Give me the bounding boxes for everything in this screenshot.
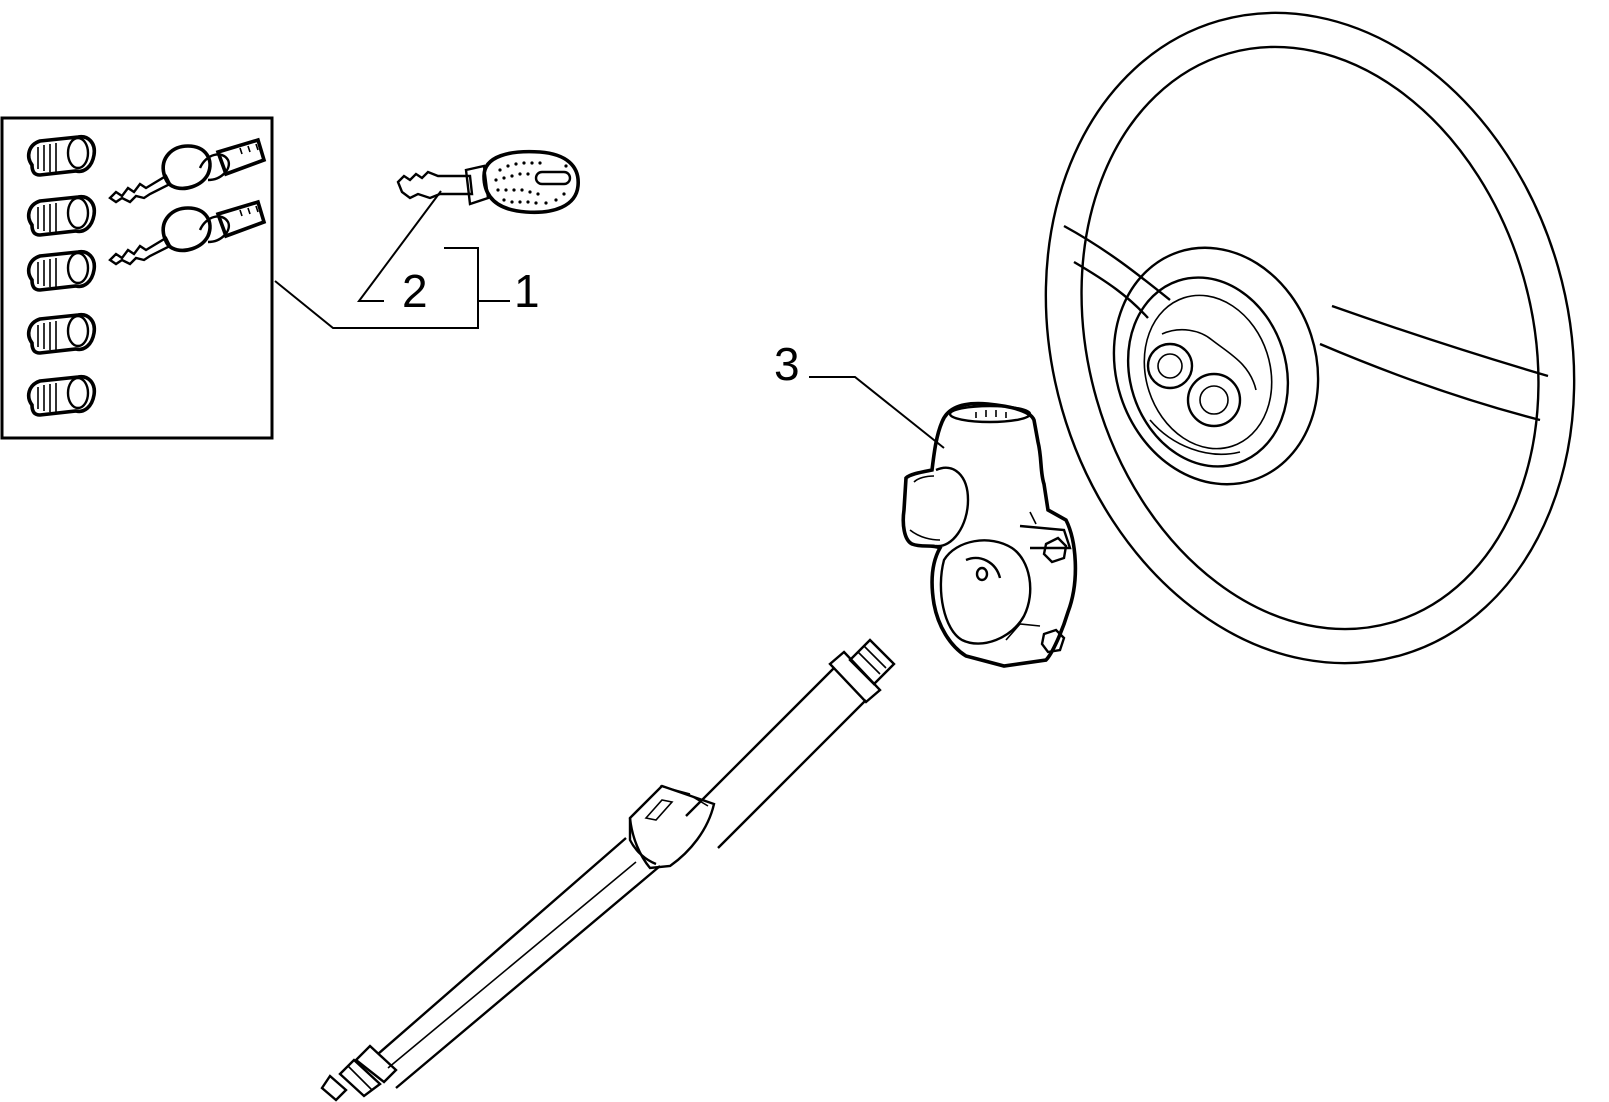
lock-kit-group[interactable] xyxy=(0,116,274,440)
callout-1: 1 xyxy=(514,265,540,317)
key-grip-texture xyxy=(494,161,568,205)
lock-cylinder-icon xyxy=(26,249,97,292)
lock-cylinder-icon xyxy=(26,374,97,417)
leader-line-2 xyxy=(357,190,442,302)
key-with-tag-icon xyxy=(108,199,267,266)
lock-cylinder-icon xyxy=(26,312,97,355)
key-with-tag-icon xyxy=(108,137,267,204)
bracket-line-1 xyxy=(274,247,479,329)
kit-frame xyxy=(0,116,274,440)
ignition-key-icon[interactable] xyxy=(396,149,580,215)
steering-wheel-icon[interactable] xyxy=(971,0,1609,726)
callout-3: 3 xyxy=(774,338,800,390)
steering-shaft-icon[interactable] xyxy=(320,638,896,1102)
steering-lock-icon[interactable] xyxy=(901,401,1078,668)
lock-cylinder-icon xyxy=(26,194,97,237)
callout-2: 2 xyxy=(402,265,428,317)
lock-cylinder-icon xyxy=(26,134,97,177)
leader-line-3 xyxy=(809,376,945,449)
